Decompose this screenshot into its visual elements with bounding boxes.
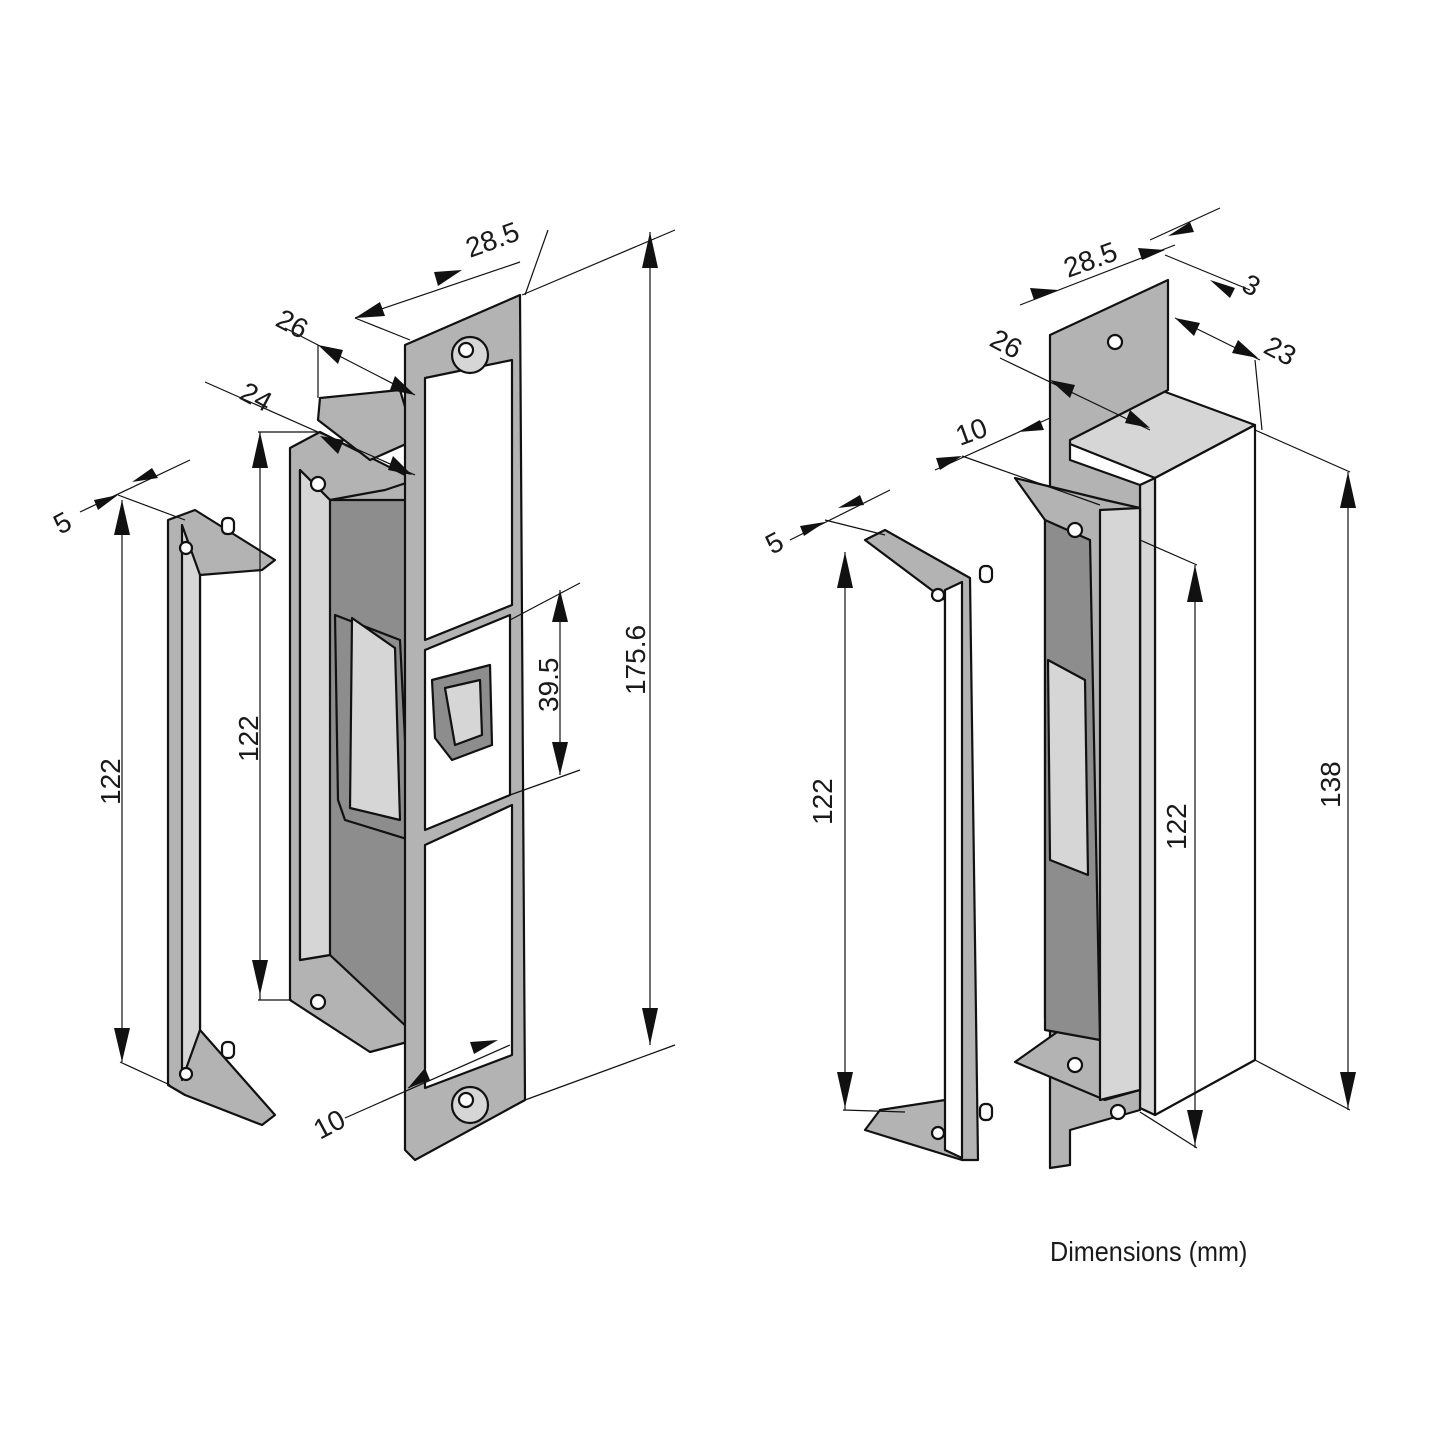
label-left-10: 10 — [308, 1103, 350, 1145]
label-left-26: 26 — [271, 303, 313, 345]
label-right-122-frame: 122 — [807, 778, 838, 825]
left-face-plate — [403, 293, 527, 1162]
label-right-122-body: 122 — [1161, 803, 1192, 850]
label-right-138: 138 — [1315, 761, 1346, 808]
label-right-23: 23 — [1259, 330, 1301, 372]
label-right-3: 3 — [1237, 268, 1265, 303]
right-frame-piece — [863, 528, 994, 1162]
left-strike-body — [288, 388, 417, 1054]
left-frame-piece — [166, 508, 277, 1127]
label-left-39-5: 39.5 — [533, 658, 564, 713]
dimensions-caption: Dimensions (mm) — [1050, 1236, 1248, 1267]
right-strike-body — [1013, 476, 1142, 1102]
label-left-122-body: 122 — [233, 715, 264, 762]
label-right-26: 26 — [985, 323, 1027, 365]
label-right-5: 5 — [760, 526, 788, 561]
left-dimension-lines — [79, 229, 676, 1119]
label-left-122-frame: 122 — [95, 758, 126, 805]
label-right-10: 10 — [951, 412, 991, 452]
right-view: 28.5 3 23 26 10 5 122 122 138 — [760, 207, 1356, 1170]
label-left-175-6: 175.6 — [620, 625, 651, 695]
right-dimension-lines — [789, 207, 1356, 1149]
label-left-28-5: 28.5 — [461, 216, 523, 264]
left-view: 28.5 26 24 175.6 39.5 122 122 5 10 — [48, 216, 676, 1162]
label-left-5: 5 — [48, 506, 76, 541]
label-right-28-5: 28.5 — [1059, 236, 1121, 284]
